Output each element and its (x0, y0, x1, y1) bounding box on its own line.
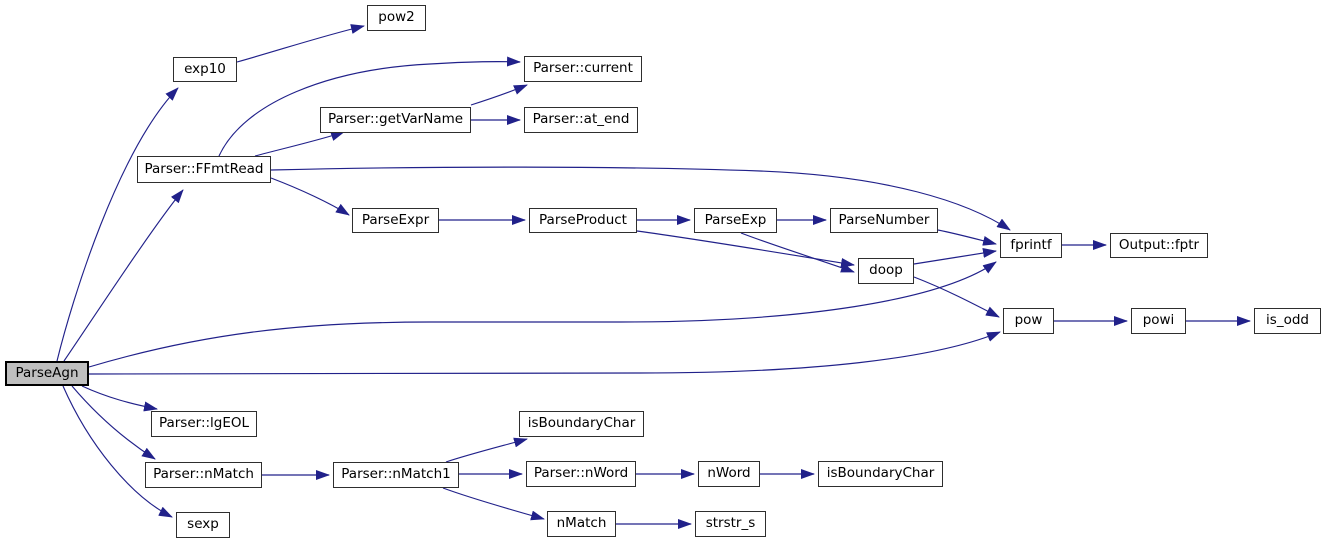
edge-parseagn-to-sexp (62, 385, 173, 518)
graph-node-parseexp[interactable]: ParseExp (694, 208, 777, 233)
graph-node-parser-nword[interactable]: Parser::nWord (526, 461, 636, 487)
graph-node-parsenumber[interactable]: ParseNumber (830, 208, 938, 233)
edge-parser-ffmtread-to-parser-getvarname (254, 131, 345, 157)
graph-node-fprintf[interactable]: fprintf (1000, 233, 1062, 258)
edge-parser-nmatch1-to-nmatch (442, 487, 545, 521)
edge-exp10-to-pow2 (236, 24, 365, 63)
graph-node-nword[interactable]: nWord (698, 461, 760, 487)
edge-parser-ffmtread-to-fprintf (270, 166, 1011, 231)
edge-parseexp-to-doop (740, 232, 855, 273)
edge-parseagn-to-pow (88, 331, 1001, 375)
edge-doop-to-fprintf (913, 248, 997, 265)
graph-node-isboundarychar2[interactable]: isBoundaryChar (818, 461, 943, 487)
graph-node-pow[interactable]: pow (1003, 308, 1054, 334)
graph-node-parser-current[interactable]: Parser::current (524, 56, 642, 82)
graph-node-parser-ffmtread[interactable]: Parser::FFmtRead (137, 156, 271, 183)
graph-node-doop[interactable]: doop (858, 258, 914, 284)
graph-node-strstr-s[interactable]: strstr_s (695, 511, 766, 537)
edge-parseproduct-to-doop (636, 230, 855, 268)
edge-parser-ffmtread-to-parseexpr (270, 177, 350, 216)
edge-parseagn-to-fprintf (88, 261, 997, 368)
edge-parseagn-to-parser-nmatch (71, 385, 156, 460)
edge-group (56, 24, 1251, 529)
graph-node-parseproduct[interactable]: ParseProduct (529, 208, 637, 233)
graph-node-powi[interactable]: powi (1131, 308, 1186, 334)
graph-node-isboundarychar[interactable]: isBoundaryChar (519, 411, 644, 437)
edge-parseagn-to-parser-lgeol (81, 385, 158, 412)
graph-node-parser-nmatch1[interactable]: Parser::nMatch1 (333, 462, 459, 488)
edge-parser-getvarname-to-parser-current (470, 84, 528, 106)
graph-node-nmatch[interactable]: nMatch (547, 511, 616, 537)
graph-node-pow2[interactable]: pow2 (367, 5, 426, 31)
graph-node-is-odd[interactable]: is_odd (1254, 308, 1321, 334)
graph-node-parseexpr[interactable]: ParseExpr (352, 208, 439, 233)
edge-parseagn-to-exp10 (56, 87, 179, 362)
graph-node-parser-at-end[interactable]: Parser::at_end (524, 107, 638, 133)
graph-node-sexp[interactable]: sexp (176, 512, 230, 538)
graph-node-parser-nmatch[interactable]: Parser::nMatch (145, 462, 262, 488)
graph-node-parser-lgeol[interactable]: Parser::lgEOL (151, 411, 257, 437)
edge-doop-to-pow (913, 276, 1000, 318)
graph-node-parseagn[interactable]: ParseAgn (5, 361, 89, 386)
graph-node-output-fptr[interactable]: Output::fptr (1110, 233, 1208, 258)
edge-parseagn-to-parser-ffmtread (63, 189, 184, 362)
edge-parser-ffmtread-to-parser-current (218, 56, 521, 157)
graph-node-exp10[interactable]: exp10 (173, 57, 237, 82)
edge-parsenumber-to-fprintf (937, 229, 997, 246)
edge-parser-nmatch1-to-isboundarychar (445, 437, 528, 463)
graph-node-parser-getvarname[interactable]: Parser::getVarName (320, 107, 471, 133)
